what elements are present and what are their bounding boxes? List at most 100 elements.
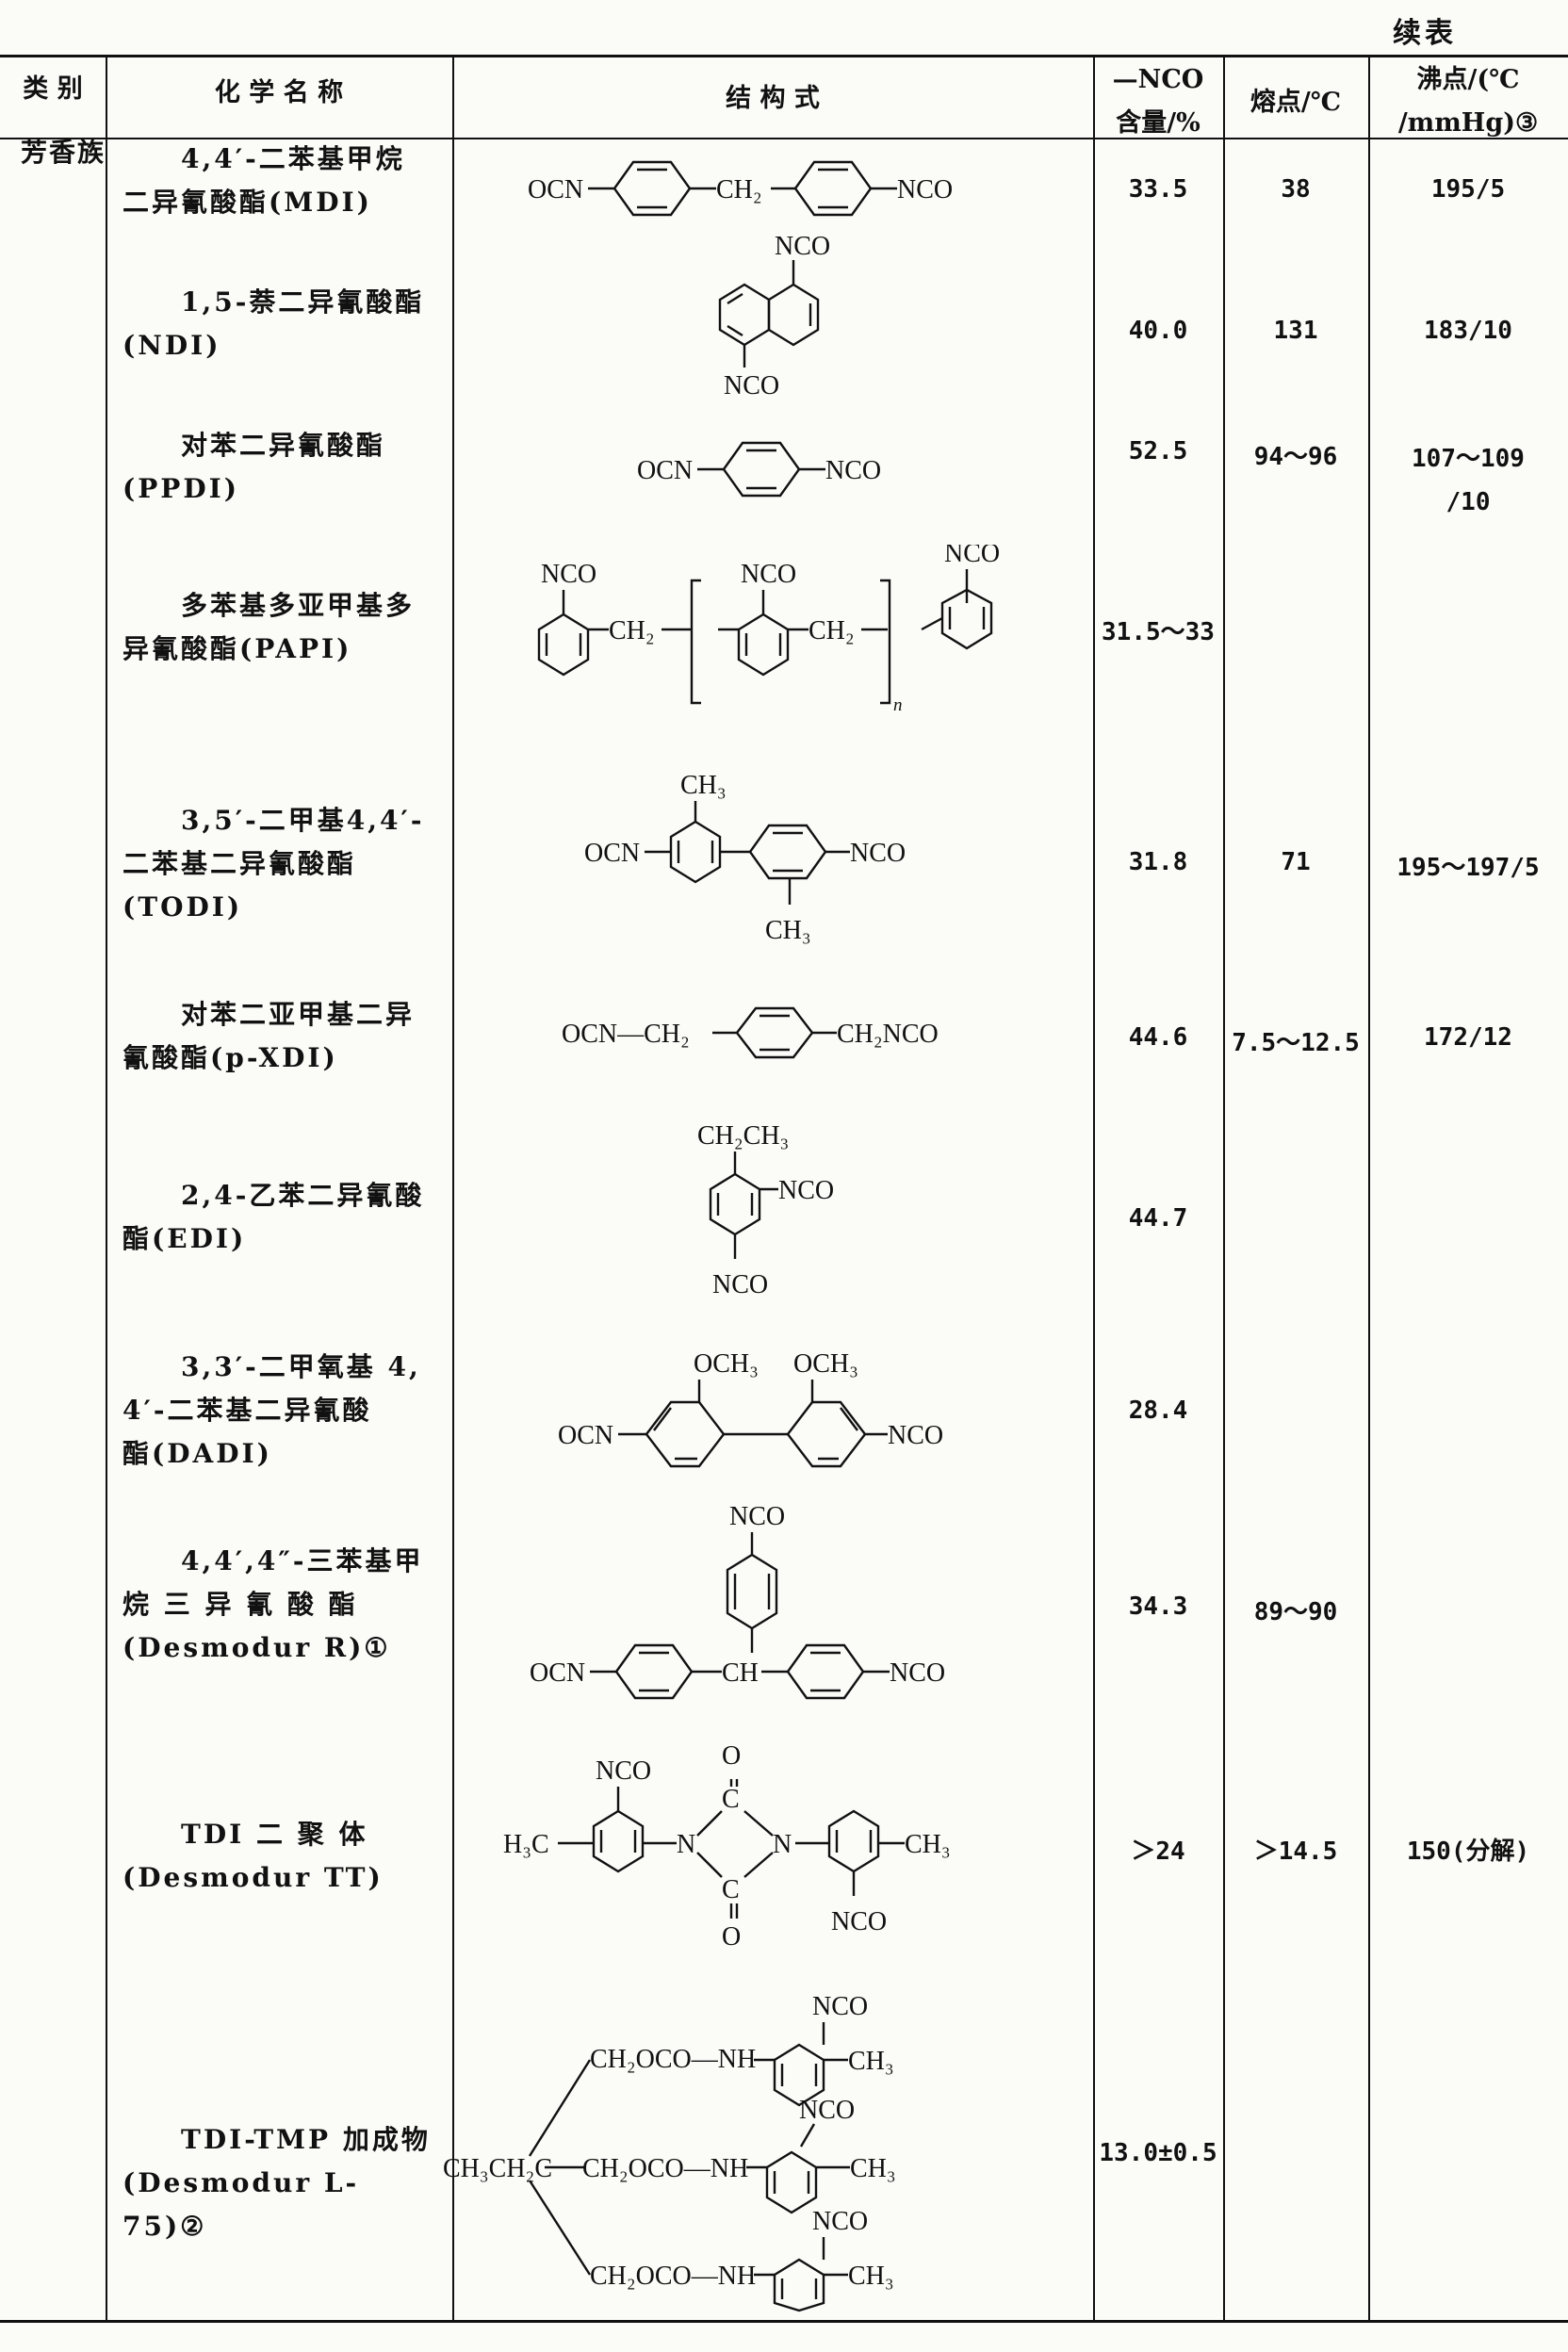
svg-text:CH₂: CH₂ <box>609 616 655 645</box>
melting-point: 94～96 <box>1253 443 1338 471</box>
svg-text:OCN: OCN <box>530 1658 585 1688</box>
svg-text:C: C <box>722 1785 740 1814</box>
structure-todi: CH₃ OCN NCO CH₃ <box>577 763 972 961</box>
svg-text:CH₂: CH₂ <box>716 175 762 204</box>
svg-text:NCO: NCO <box>596 1756 651 1786</box>
svg-text:CH₂: CH₂ <box>808 616 855 645</box>
svg-text:NCO: NCO <box>825 456 881 485</box>
svg-text:NCO: NCO <box>712 1270 768 1299</box>
nco-content: 31.8 <box>1128 848 1188 876</box>
structure-mdi: OCN CH₂ NCO <box>528 141 1055 236</box>
svg-text:NCO: NCO <box>812 2207 868 2236</box>
structure-ppdi: OCN NCO <box>637 422 939 516</box>
svg-text:NCO: NCO <box>812 1992 868 2021</box>
svg-text:NCO: NCO <box>741 560 796 589</box>
svg-text:OCN—CH₂: OCN—CH₂ <box>562 1020 690 1049</box>
svg-text:C: C <box>722 1875 740 1904</box>
row-name-ndi: 1,5-萘二异氰酸酯(NDI) <box>122 286 425 361</box>
header-category: 类 别 <box>23 74 83 104</box>
nco-content: 44.7 <box>1128 1204 1188 1233</box>
svg-text:N: N <box>677 1830 695 1859</box>
melting-point: 71 <box>1281 848 1311 876</box>
svg-text:CH₂OCO—NH: CH₂OCO—NH <box>582 2154 748 2183</box>
row-name-desmodur-l75: TDI-TMP 加成物(Desmodur L-75)② <box>122 2124 431 2242</box>
col-divider-4 <box>1223 57 1225 2320</box>
svg-text:OCN: OCN <box>584 839 640 868</box>
row-name-desmodur-tt: TDI 二 聚 体(Desmodur TT) <box>122 1819 384 1893</box>
svg-text:CH₂OCO—NH: CH₂OCO—NH <box>590 2262 756 2291</box>
svg-text:NCO: NCO <box>944 545 1000 568</box>
svg-text:O: O <box>722 1741 741 1771</box>
structure-desmodur-l75: CH₃CH₂C CH₂OCO—NH CH₂OCO—NH NCO CH₃ NCO … <box>443 1983 1093 2312</box>
structure-ndi: NCO NCO <box>678 226 867 424</box>
svg-text:OCH₃: OCH₃ <box>793 1349 858 1379</box>
melting-point: 131 <box>1273 317 1318 345</box>
melting-point: ＞14.5 <box>1253 1838 1338 1866</box>
svg-text:CH₂NCO: CH₂NCO <box>837 1020 939 1049</box>
boiling-point: 107～109/10 <box>1412 445 1525 516</box>
svg-text:O: O <box>722 1922 741 1952</box>
col-divider-2 <box>452 57 454 2320</box>
melting-point: 38 <box>1281 175 1311 204</box>
nco-content: 31.5～33 <box>1102 618 1215 646</box>
row-name-dadi: 3,3′-二甲氧基 4,4′-二苯基二异氰酸酯(DADI) <box>122 1351 421 1469</box>
boiling-point: 172/12 <box>1424 1023 1512 1052</box>
svg-text:NCO: NCO <box>831 1907 887 1936</box>
svg-text:CH₃: CH₃ <box>850 2154 896 2183</box>
header-structure: 结 构 式 <box>726 84 820 113</box>
row-name-edi: 2,4-乙苯二异氰酸酯(EDI) <box>122 1180 425 1254</box>
svg-text:OCN: OCN <box>637 456 693 485</box>
svg-text:CH₃: CH₃ <box>848 2262 894 2291</box>
header-name: 化 学 名 称 <box>214 78 344 107</box>
svg-text:NCO: NCO <box>729 1502 785 1531</box>
svg-text:OCN: OCN <box>558 1421 613 1450</box>
nco-content: 13.0±0.5 <box>1099 2139 1217 2167</box>
nco-content: 44.6 <box>1128 1023 1188 1052</box>
svg-text:NCO: NCO <box>775 232 830 261</box>
nco-content: 28.4 <box>1128 1396 1188 1425</box>
svg-text:NCO: NCO <box>850 839 906 868</box>
svg-text:NCO: NCO <box>888 1421 943 1450</box>
header-mp: 熔点/℃ <box>1250 88 1342 117</box>
svg-text:NCO: NCO <box>897 175 953 204</box>
svg-text:CH₃: CH₃ <box>848 2047 894 2076</box>
nco-content: ＞24 <box>1131 1838 1185 1866</box>
row-name-desmodur-r: 4,4′,4″-三苯基甲烷 三 异 氰 酸 酯(Desmodur R)① <box>122 1545 424 1663</box>
col-divider-1 <box>106 57 107 2320</box>
structure-papi: NCO CH₂ NCO CH₂ n NCO <box>499 545 1008 724</box>
svg-text:NCO: NCO <box>890 1658 945 1688</box>
nco-content: 34.3 <box>1128 1592 1188 1621</box>
melting-point: 7.5～12.5 <box>1232 1029 1360 1057</box>
header-bp: 沸点/(℃ /mmHg)③ <box>1397 65 1539 138</box>
structure-edi: CH₂CH₃ NCO NCO <box>660 1114 905 1321</box>
top-rule <box>0 55 1568 57</box>
svg-text:n: n <box>893 695 903 715</box>
header-rule <box>0 138 1568 139</box>
nco-content: 40.0 <box>1128 317 1188 345</box>
svg-text:CH₃: CH₃ <box>680 771 727 800</box>
svg-text:NCO: NCO <box>799 2096 855 2125</box>
svg-text:OCN: OCN <box>528 175 583 204</box>
svg-text:NCO: NCO <box>724 371 779 400</box>
svg-text:OCH₃: OCH₃ <box>694 1349 759 1379</box>
svg-text:CH₃CH₂C: CH₃CH₂C <box>443 2154 552 2183</box>
svg-text:CH₂OCO—NH: CH₂OCO—NH <box>590 2045 756 2074</box>
svg-text:CH₂CH₃: CH₂CH₃ <box>697 1121 789 1151</box>
svg-text:CH: CH <box>722 1658 759 1688</box>
svg-text:NCO: NCO <box>541 560 596 589</box>
svg-text:CH₃: CH₃ <box>765 916 811 945</box>
row-name-todi: 3,5′-二甲基4,4′-二苯基二异氰酸酯(TODI) <box>122 805 425 923</box>
svg-text:H₃C: H₃C <box>503 1830 549 1859</box>
svg-text:N: N <box>773 1830 792 1859</box>
row-name-pxdi: 对苯二亚甲基二异氰酸酯(p-XDI) <box>122 999 416 1073</box>
structure-desmodur-tt: NCO H₃C N C C O O N CH₃ NCO <box>499 1721 1008 1994</box>
boiling-point: 183/10 <box>1424 317 1512 345</box>
row-name-papi: 多苯基多亚甲基多异氰酸酯(PAPI) <box>122 590 416 664</box>
col-divider-5 <box>1368 57 1370 2320</box>
category-cell: 芳香族 <box>21 137 106 168</box>
structure-desmodur-r: NCO OCN CH NCO <box>530 1494 1001 1711</box>
row-name-mdi: 4,4′-二苯基甲烷二异氰酸酯(MDI) <box>122 143 405 218</box>
header-nco: —NCO 含量/% <box>1112 65 1204 138</box>
continuation-label: 续表 <box>1393 17 1457 50</box>
